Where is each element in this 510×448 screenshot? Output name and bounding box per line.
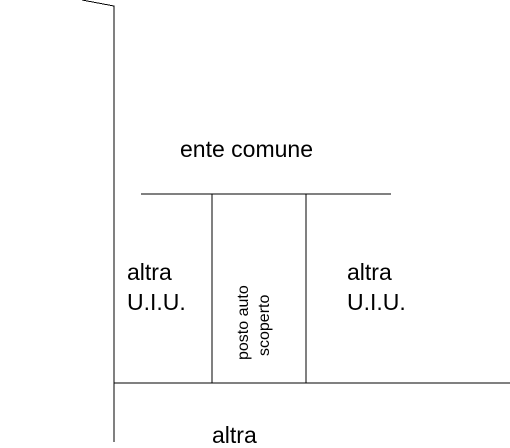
label-right-unit-line1: altra (347, 259, 392, 285)
label-common-area: ente comune (180, 136, 313, 162)
label-left-unit-line2: U.I.U. (127, 289, 186, 315)
label-parking-line1: posto auto (235, 285, 252, 360)
label-bottom-unit: altra (212, 422, 257, 448)
outer-boundary-top-wall (81, 0, 115, 442)
label-right-unit-line2: U.I.U. (347, 289, 406, 315)
label-parking-line2: scoperto (256, 294, 273, 356)
label-left-unit-line1: altra (127, 259, 172, 285)
